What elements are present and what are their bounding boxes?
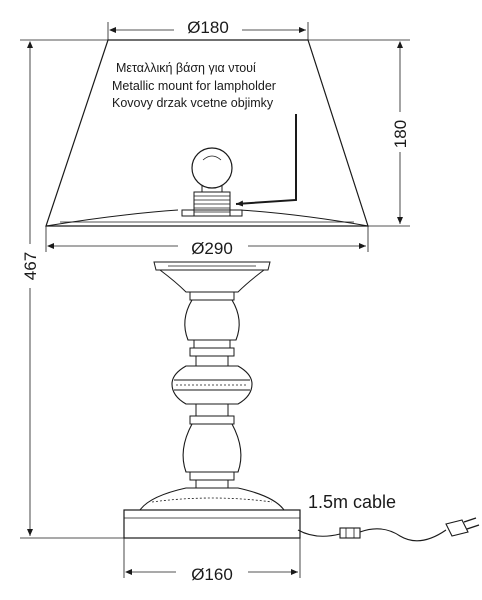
- dimension-shade-bottom: Ø290: [45, 226, 369, 258]
- annotation-greek: Μεταλλική βάση για ντουί: [116, 61, 256, 75]
- lampholder-mount: [181, 191, 243, 217]
- inline-switch: [339, 527, 361, 539]
- lamp-base: [123, 487, 301, 539]
- light-bulb: [191, 147, 233, 193]
- dimension-shade-height: 180: [308, 39, 412, 227]
- power-plug: [445, 517, 480, 537]
- shade-bottom-diameter-label: Ø290: [191, 239, 233, 258]
- lampholder-annotation: Μεταλλική βάση για ντουί Metallic mount …: [112, 61, 297, 207]
- dimension-base: Ø160: [123, 538, 301, 584]
- shade-height-label: 180: [391, 120, 410, 148]
- annotation-english: Metallic mount for lampholder: [112, 79, 276, 93]
- base-diameter-label: Ø160: [191, 565, 233, 584]
- total-height-label: 467: [21, 252, 40, 280]
- cable-length-label: 1.5m cable: [308, 492, 396, 512]
- shade-top-diameter-label: Ø180: [187, 18, 229, 37]
- lamp-stem: [153, 261, 271, 489]
- power-cable: [297, 528, 447, 542]
- annotation-czech: Kovovy drzak vcetne objimky: [112, 96, 274, 110]
- dimension-shade-top: Ø180: [107, 16, 309, 40]
- dimension-total-height: 467: [18, 39, 124, 539]
